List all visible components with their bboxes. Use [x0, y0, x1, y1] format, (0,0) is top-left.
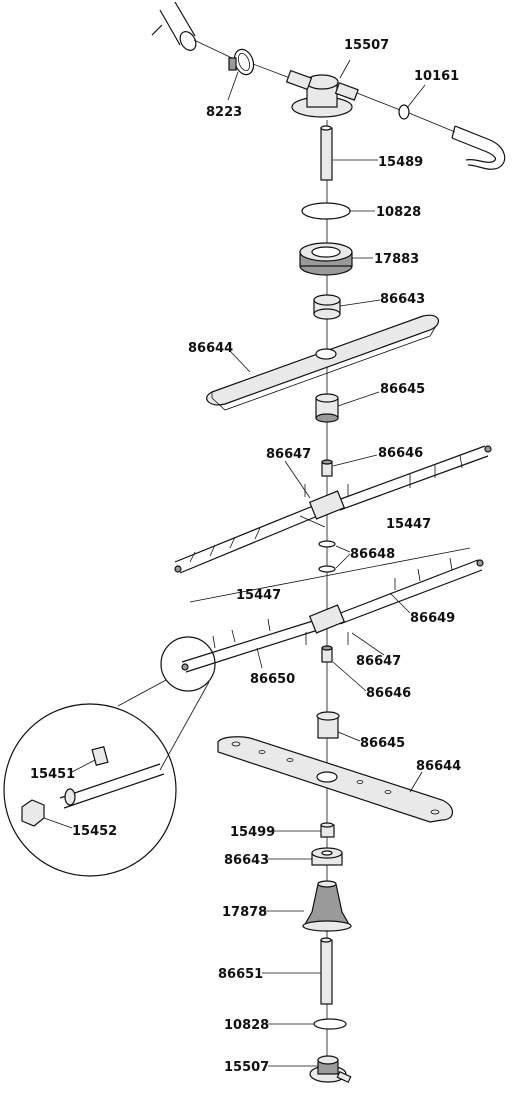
label-17883: 17883 [374, 252, 419, 267]
hose-clamp-8223 [228, 48, 291, 79]
label-86645-top: 86645 [380, 382, 425, 397]
manifold-15507-top [285, 69, 401, 118]
label-86646-bottom: 86646 [366, 686, 411, 701]
label-86650: 86650 [250, 672, 295, 687]
shaft-86651 [320, 937, 333, 1005]
o-ring-10161 [398, 104, 456, 133]
nozzle-86646-lower [321, 645, 333, 663]
spray-arm-86644-lower [217, 736, 454, 823]
label-15507-bottom: 15507 [224, 1060, 269, 1075]
leader-lines [43, 59, 426, 1067]
label-10161: 10161 [414, 69, 459, 84]
label-86644-bottom: 86644 [416, 759, 461, 774]
label-8223: 8223 [206, 105, 242, 120]
label-15451: 15451 [30, 767, 75, 782]
label-86643-bottom: 86643 [224, 853, 269, 868]
label-15507-top: 15507 [344, 38, 389, 53]
shaft-15489 [320, 125, 333, 181]
bushing-86643-lower [311, 847, 343, 866]
supply-pipe [151, 1, 233, 59]
detail-callout [3, 636, 216, 877]
part-labels: 15507 8223 10161 15489 10828 17883 86643… [30, 38, 461, 1075]
label-86646-top: 86646 [378, 446, 423, 461]
drain-hose [451, 125, 506, 170]
label-15452: 15452 [72, 824, 117, 839]
spray-arm-86644-upper [206, 314, 440, 411]
label-15489: 15489 [378, 155, 423, 170]
label-17878: 17878 [222, 905, 267, 920]
label-86645-bottom: 86645 [360, 736, 405, 751]
label-15447-top: 15447 [386, 517, 431, 532]
label-86643-top: 86643 [380, 292, 425, 307]
spacer-15499 [320, 822, 335, 838]
label-86644-top: 86644 [188, 341, 233, 356]
label-15499: 15499 [230, 825, 275, 840]
label-86647-top: 86647 [266, 447, 311, 462]
label-86649: 86649 [410, 611, 455, 626]
label-86648: 86648 [350, 547, 395, 562]
manifold-15507-bottom [309, 1055, 352, 1084]
spray-tube-assembly-upper [174, 445, 492, 574]
hub-86645-lower [316, 711, 340, 739]
housing-17878 [302, 880, 352, 932]
spray-tube-assembly-lower [181, 547, 484, 673]
bushing-86643-top [313, 294, 341, 320]
label-10828-top: 10828 [376, 205, 421, 220]
nut-17883 [299, 242, 353, 276]
label-86651: 86651 [218, 967, 263, 982]
label-86647-bottom: 86647 [356, 654, 401, 669]
label-15447-mid: 15447 [236, 588, 281, 603]
o-ring-10828-bottom [313, 1018, 347, 1030]
hub-86645-upper [315, 393, 339, 423]
washer-86648 [318, 540, 336, 573]
nozzle-86646-upper [321, 459, 333, 477]
o-ring-10828-top [301, 202, 351, 220]
label-10828-bottom: 10828 [224, 1018, 269, 1033]
